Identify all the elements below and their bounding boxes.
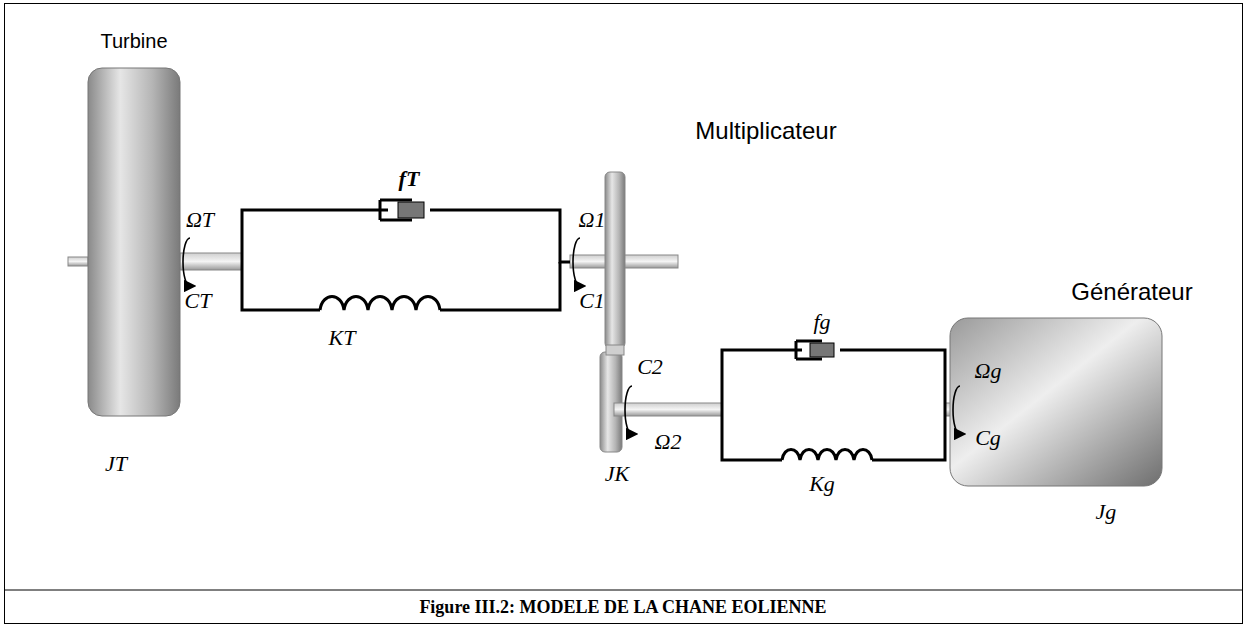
part-name: Générateur — [1071, 279, 1192, 305]
frame — [5, 4, 1243, 624]
figure-caption: Figure III.2: MODELE DE LA CHANE EOLIENN… — [419, 598, 826, 618]
generator-body — [950, 318, 1162, 486]
inertia-symbol: JK — [605, 462, 629, 486]
damper-g — [796, 341, 834, 359]
stiffness-symbol: Kg — [809, 472, 835, 496]
inertia-symbol: JT — [105, 452, 127, 476]
damping-symbol: fg — [813, 310, 830, 334]
part-name: Multiplicateur — [695, 118, 836, 144]
speed-symbol: Ω2 — [655, 430, 682, 454]
part-name: Turbine — [100, 30, 167, 52]
torque-symbol: CT — [185, 289, 212, 313]
torque-symbol: Cg — [975, 426, 1001, 450]
torque-symbol: C1 — [579, 289, 605, 313]
torque-symbol: C2 — [637, 355, 663, 379]
spring-T — [320, 297, 440, 311]
inertia-symbol: Jg — [1096, 500, 1117, 524]
caption-rule — [5, 590, 1243, 591]
gear-small — [600, 352, 622, 452]
speed-symbol: Ωg — [975, 359, 1002, 383]
stiffness-symbol: KT — [329, 326, 356, 350]
gear-large — [605, 172, 625, 348]
damper-T — [380, 200, 424, 220]
speed-symbol: Ω1 — [579, 208, 606, 232]
spring-g — [782, 450, 872, 461]
turbine-body — [88, 68, 180, 416]
speed-symbol: ΩT — [186, 208, 214, 232]
damping-symbol: fT — [399, 167, 420, 191]
rotation-arrows — [183, 238, 960, 434]
